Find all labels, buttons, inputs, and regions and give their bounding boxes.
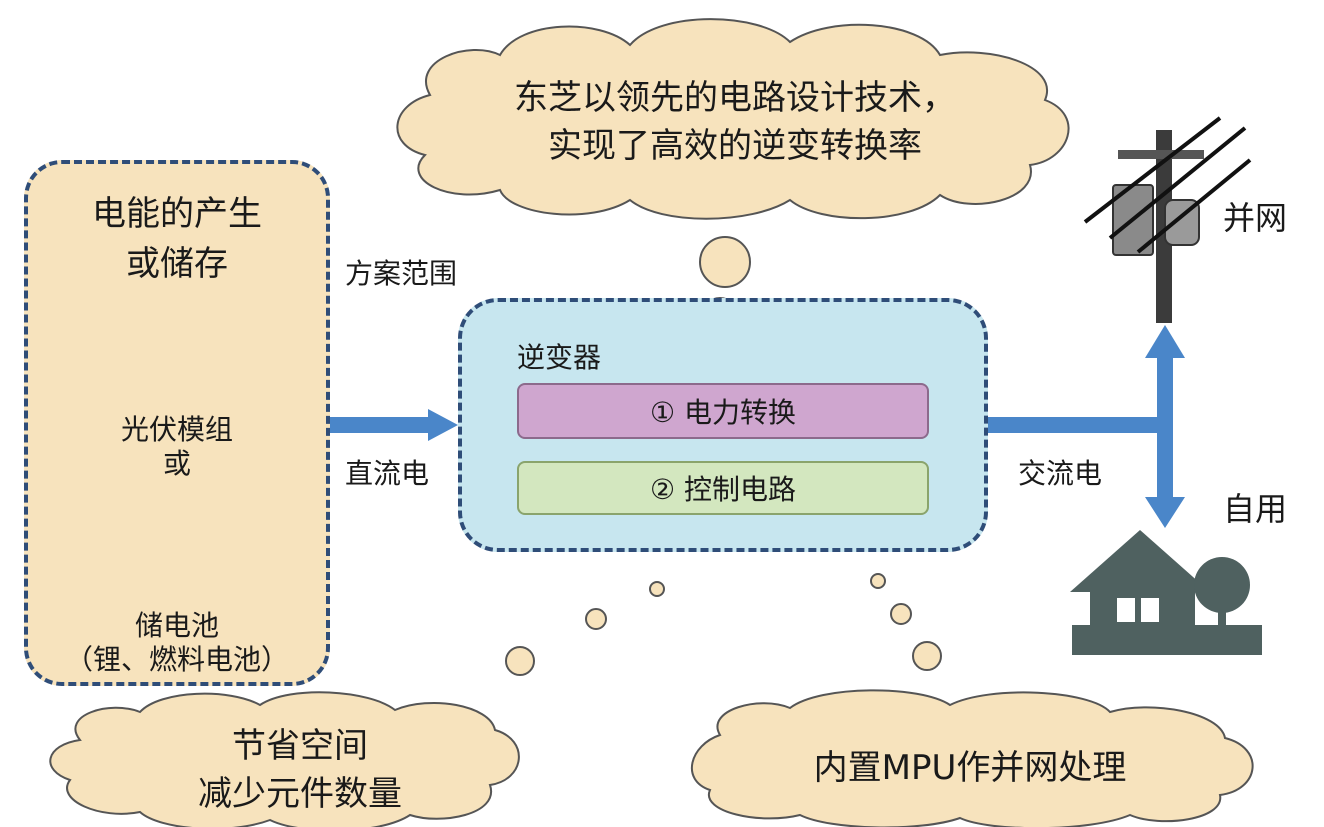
- bottom-left-cloud-line2: 减少元件数量: [198, 774, 402, 814]
- power-conversion-step: ① 电力转换: [517, 383, 929, 439]
- battery-label-line2: （锂、燃料电池）: [64, 643, 289, 676]
- thought-bubble: [890, 603, 912, 625]
- inverter-title: 逆变器: [517, 341, 602, 374]
- bottom-left-thought-cloud: [49, 691, 520, 827]
- scope-label: 方案范围: [345, 257, 458, 290]
- dc-label: 直流电: [345, 457, 430, 490]
- bottom-right-cloud-line1: 内置MPU作并网处理: [813, 748, 1127, 788]
- source-title-line1: 电能的产生: [92, 194, 262, 234]
- thought-bubble: [699, 236, 751, 288]
- thought-bubble: [912, 641, 942, 671]
- battery-label-line1: 储电池: [134, 609, 219, 642]
- thought-bubble: [505, 646, 535, 676]
- self-use-label: 自用: [1223, 490, 1288, 528]
- or-label: 或: [162, 447, 191, 480]
- bottom-left-cloud-line1: 节省空间: [232, 726, 368, 766]
- thought-bubble: [649, 581, 665, 597]
- top-cloud-line2: 实现了高效的逆变转换率: [548, 126, 922, 166]
- dc-arrow: [330, 409, 458, 441]
- utility-pole-icon: [1083, 116, 1252, 323]
- ac-label: 交流电: [1018, 457, 1103, 490]
- top-cloud-line1: 东芝以领先的电路设计技术，: [514, 78, 956, 118]
- control-circuit-step: ② 控制电路: [517, 461, 929, 515]
- grid-connection-label: 并网: [1223, 199, 1288, 237]
- top-thought-cloud: [396, 18, 1070, 220]
- pv-module-label: 光伏模组: [120, 413, 233, 446]
- ac-arrow: [987, 325, 1185, 528]
- thought-bubble: [870, 573, 886, 589]
- thought-bubble: [585, 608, 607, 630]
- house-icon: [1070, 530, 1262, 655]
- bottom-right-thought-cloud: [690, 689, 1254, 827]
- source-title-line2: 或储存: [126, 244, 228, 284]
- energy-source-box: [24, 160, 330, 686]
